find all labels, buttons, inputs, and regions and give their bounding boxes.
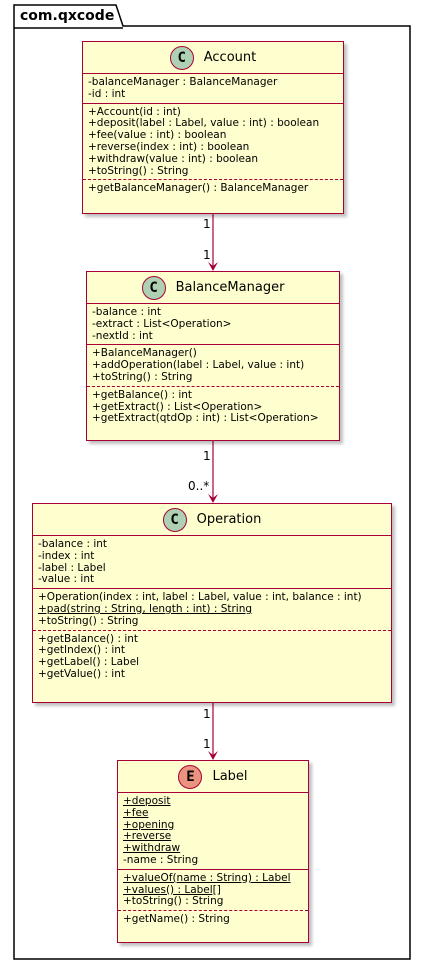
mult-bm-to: 0..* <box>188 479 210 493</box>
mult-op-from: 1 <box>203 707 211 721</box>
field: -name : String <box>123 853 199 866</box>
mult-account-from: 1 <box>203 217 211 231</box>
getters-compartment: +getBalance() : int +getExtract() : List… <box>87 385 339 427</box>
class-name: BalanceManager <box>175 280 285 295</box>
enum-stereotype-icon: E <box>178 764 203 789</box>
class-stereotype-icon: C <box>169 45 194 70</box>
field: -extract : List<Operation> <box>92 317 232 330</box>
static-method: +pad(string : String, length : int) : St… <box>38 602 253 615</box>
field: -nextId : int <box>92 329 153 342</box>
method: +getExtract() : List<Operation> <box>92 400 263 413</box>
package-name: com.qxcode <box>20 8 115 24</box>
class-stereotype-icon: C <box>162 507 187 532</box>
class-header: C BalanceManager <box>87 272 339 304</box>
static-method: +valueOf(name : String) : Label <box>123 871 291 884</box>
field: -index : int <box>38 549 95 562</box>
class-account: C Account -balanceManager : BalanceManag… <box>82 41 344 214</box>
fields-compartment: +deposit +fee +opening +reverse +withdra… <box>118 793 308 869</box>
class-balancemanager: C BalanceManager -balance : int -extract… <box>86 271 340 441</box>
method: +reverse(index : int) : boolean <box>88 140 250 153</box>
field: -label : Label <box>38 561 106 574</box>
methods-compartment: +valueOf(name : String) : Label +values(… <box>118 868 308 910</box>
assoc-account-balancemanager <box>208 214 218 271</box>
class-header: C Operation <box>33 504 391 536</box>
class-header: C Account <box>83 42 343 74</box>
method: +BalanceManager() <box>92 347 197 360</box>
class-name: Operation <box>196 512 262 527</box>
field: -balanceManager : BalanceManager <box>88 76 278 88</box>
enum-constant: +opening <box>123 818 175 831</box>
enum-constant: +deposit <box>123 795 171 807</box>
enum-constant: +fee <box>123 806 149 819</box>
method: +toString() : String <box>88 164 189 177</box>
getters-compartment: +getBalance() : int +getIndex() : int +g… <box>33 629 391 683</box>
enum-constant: +withdraw <box>123 842 181 855</box>
method: +Account(id : int) <box>88 105 181 118</box>
method: +getBalance() : int <box>92 388 193 401</box>
field: -id : int <box>88 87 126 100</box>
class-name: Account <box>203 50 257 65</box>
assoc-operation-label <box>208 703 218 760</box>
method: +fee(value : int) : boolean <box>88 129 227 142</box>
method: +getBalance() : int <box>38 632 139 645</box>
class-stereotype-icon: C <box>141 275 166 300</box>
method: +Operation(index : int, label : Label, v… <box>38 591 362 604</box>
method: +toString() : String <box>123 895 224 908</box>
method: +toString() : String <box>38 614 139 627</box>
assoc-balancemanager-operation <box>208 441 218 503</box>
method: +addOperation(label : Label, value : int… <box>92 359 305 372</box>
mult-op-to: 1 <box>203 737 211 751</box>
field: -balance : int <box>38 538 108 550</box>
class-header: E Label <box>118 761 308 793</box>
method: +deposit(label : Label, value : int) : b… <box>88 117 320 130</box>
method: +getValue() : int <box>38 667 125 680</box>
fields-compartment: -balance : int -index : int -label : Lab… <box>33 536 391 588</box>
method: +getLabel() : Label <box>38 656 140 669</box>
mult-account-to: 1 <box>203 248 211 262</box>
method: +getBalanceManager() : BalanceManager <box>88 182 309 195</box>
method: +withdraw(value : int) : boolean <box>88 152 259 165</box>
method: +getIndex() : int <box>38 644 126 657</box>
static-method: +values() : Label[] <box>123 883 221 896</box>
fields-compartment: -balance : int -extract : List<Operation… <box>87 304 339 344</box>
getters-compartment: +getBalanceManager() : BalanceManager <box>83 179 343 197</box>
method: +getName() : String <box>123 913 230 926</box>
class-operation: C Operation -balance : int -index : int … <box>32 503 392 703</box>
method: +getExtract(qtdOp : int) : List<Operatio… <box>92 412 319 425</box>
getters-compartment: +getName() : String <box>118 910 308 928</box>
method: +toString() : String <box>92 370 193 383</box>
class-name: Label <box>212 769 248 784</box>
methods-compartment: +Account(id : int) +deposit(label : Labe… <box>83 102 343 180</box>
mult-bm-from: 1 <box>203 449 211 463</box>
enum-constant: +reverse <box>123 830 172 843</box>
methods-compartment: +Operation(index : int, label : Label, v… <box>33 588 391 629</box>
methods-compartment: +BalanceManager() +addOperation(label : … <box>87 344 339 385</box>
field: -balance : int <box>92 306 162 318</box>
field: -value : int <box>38 573 95 586</box>
fields-compartment: -balanceManager : BalanceManager -id : i… <box>83 74 343 103</box>
enum-label: E Label +deposit +fee +opening +reverse … <box>117 760 309 943</box>
